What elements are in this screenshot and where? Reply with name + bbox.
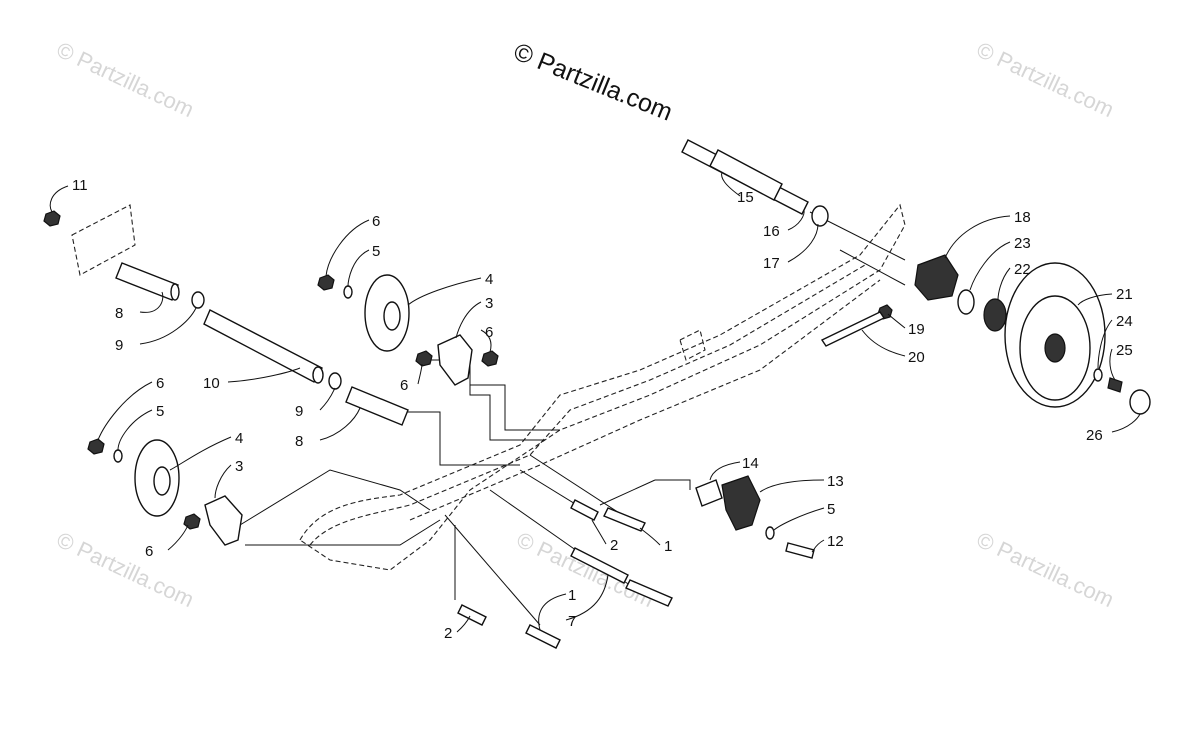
nut-6-b (87, 438, 105, 455)
callout-12: 12 (827, 533, 844, 550)
callout-5-b: 5 (156, 403, 164, 420)
callout-9-lower: 9 (295, 403, 303, 420)
callout-6-c: 6 (400, 377, 408, 394)
callout-10: 10 (203, 375, 220, 392)
washer-5-right (765, 526, 775, 540)
callout-5-c: 5 (827, 501, 835, 518)
callout-9-upper: 9 (115, 337, 123, 354)
callout-5-a: 5 (372, 243, 380, 260)
callout-4-a: 4 (485, 271, 493, 288)
washer-17 (811, 205, 829, 227)
callout-8-upper: 8 (115, 305, 123, 322)
watermark-top-left: © Partzilla.com (53, 37, 198, 122)
slide-rail (71, 203, 906, 571)
watermark-bottom-center: © Partzilla.com (513, 527, 658, 612)
callout-23: 23 (1014, 235, 1031, 252)
callouts: 11 8 9 10 9 8 6 5 4 3 6 6 6 5 4 3 6 15 1… (72, 177, 1133, 642)
nut-11 (43, 210, 61, 227)
callout-1-lower: 1 (568, 587, 576, 604)
watermark-bottom-left: © Partzilla.com (53, 527, 198, 612)
bolt-2-lower (457, 604, 487, 626)
bearing-22 (983, 298, 1007, 332)
bolt-25 (1107, 377, 1123, 393)
washer-9-lower (328, 372, 342, 390)
spacer-8-upper (115, 262, 179, 301)
bolt-12 (785, 542, 815, 559)
callout-22: 22 (1014, 261, 1031, 278)
callout-6-a: 6 (372, 213, 380, 230)
bracket-3-lower (204, 495, 243, 546)
nut-6-d (415, 350, 433, 367)
bracket-3-upper (437, 334, 473, 386)
nut-6-a (317, 274, 335, 291)
callout-13: 13 (827, 473, 844, 490)
callout-20: 20 (908, 349, 925, 366)
parts (43, 139, 1151, 649)
copyright-label: © Partzilla.com (510, 38, 677, 127)
hub-18 (914, 254, 959, 301)
bolt-2-upper (570, 499, 599, 521)
washer-24 (1093, 368, 1103, 382)
callout-15: 15 (737, 189, 754, 206)
watermark-bottom-right: © Partzilla.com (973, 527, 1118, 612)
callout-14: 14 (742, 455, 759, 472)
callout-19: 19 (908, 321, 925, 338)
spacer-8-lower (345, 386, 409, 426)
assembly-guides (239, 211, 1101, 626)
callout-7: 7 (568, 613, 576, 630)
washer-5-lower (113, 449, 123, 463)
callout-24: 24 (1116, 313, 1133, 330)
callout-3-a: 3 (485, 295, 493, 312)
nut-6-e (183, 513, 201, 530)
callout-6-b: 6 (485, 324, 493, 341)
bolt-20 (820, 311, 886, 347)
callout-1-upper: 1 (664, 538, 672, 555)
callout-11: 11 (72, 177, 88, 194)
callout-2-lower: 2 (444, 625, 452, 642)
spacer-14 (695, 479, 723, 507)
callout-8-lower: 8 (295, 433, 303, 450)
bolt-1-upper (603, 507, 646, 532)
callout-21: 21 (1116, 286, 1133, 303)
watermark-top-right: © Partzilla.com (973, 37, 1118, 122)
callout-25: 25 (1116, 342, 1133, 359)
callout-6-e: 6 (145, 543, 153, 560)
nut-6-c (481, 350, 499, 367)
callout-2-upper: 2 (610, 537, 618, 554)
callout-4-b: 4 (235, 430, 243, 447)
callout-3-b: 3 (235, 458, 243, 475)
block-13 (721, 475, 761, 531)
callout-16: 16 (763, 223, 780, 240)
bolt-7 (570, 547, 629, 584)
leader-lines (49, 171, 1141, 633)
callout-17: 17 (763, 255, 780, 272)
washer-9-upper (191, 291, 205, 309)
callout-26: 26 (1086, 427, 1103, 444)
axle-10 (203, 309, 323, 383)
washer-5-upper (343, 285, 353, 299)
callout-6-d: 6 (156, 375, 164, 392)
bolt-1-lower (625, 579, 673, 607)
callout-18: 18 (1014, 209, 1031, 226)
bolt-1-bottom (525, 624, 561, 649)
cap-26 (1129, 389, 1151, 415)
snap-ring-23 (957, 289, 975, 315)
